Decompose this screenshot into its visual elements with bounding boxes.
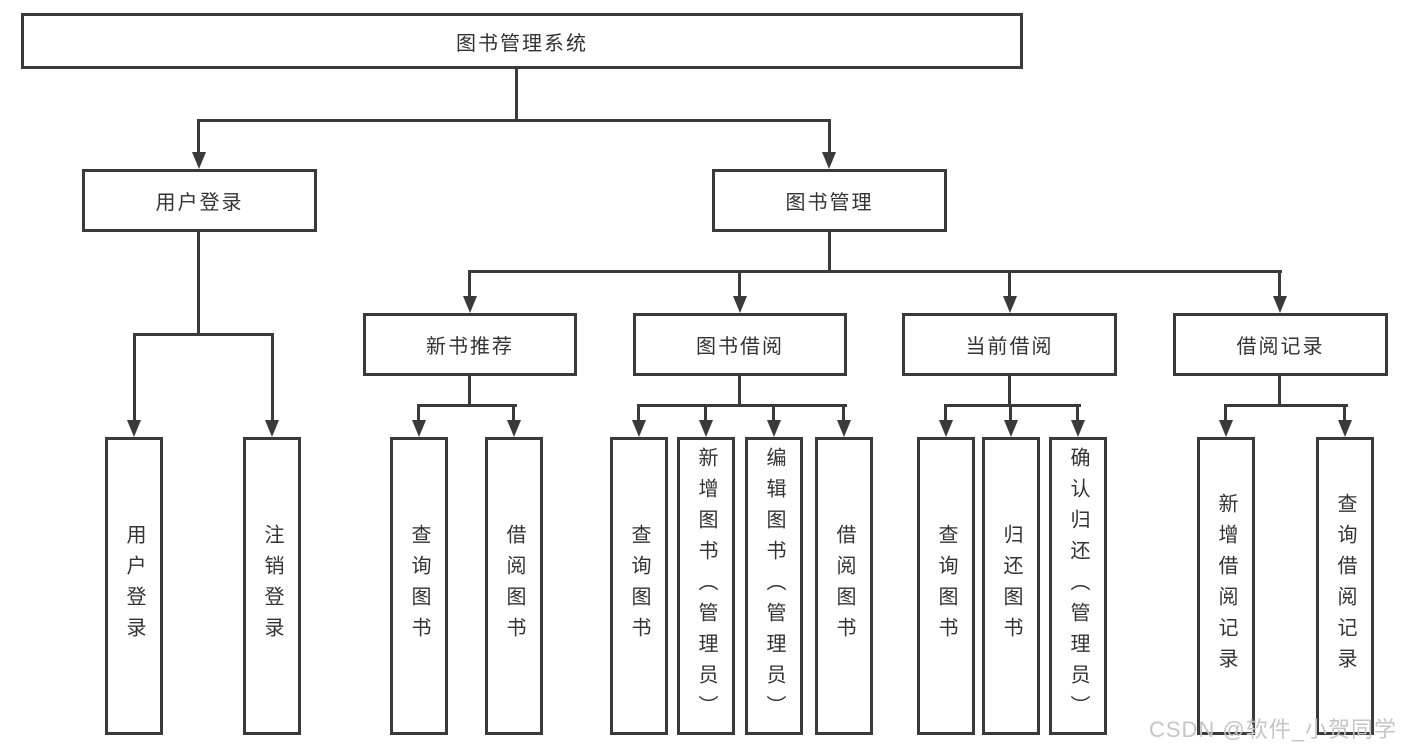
connector-group-stem xyxy=(1008,376,1011,407)
connector-shaft xyxy=(842,404,845,422)
arrow-down-icon xyxy=(265,420,279,437)
arrow-down-icon xyxy=(192,152,206,169)
leaf-label: 归还图书 xyxy=(1000,524,1022,648)
node-user-login: 用户登录 xyxy=(82,169,317,232)
connector-root-stem xyxy=(515,69,518,121)
leaf-confirm-return-admin: 确认归还（管理员） xyxy=(1049,437,1107,735)
connector-shaft xyxy=(271,333,274,420)
leaf-label: 查询图书 xyxy=(408,524,430,648)
connector-group-stem xyxy=(1278,376,1281,407)
leaf-label: 查询图书 xyxy=(935,524,957,648)
arrow-down-icon xyxy=(1004,420,1018,437)
connector-shaft xyxy=(704,404,707,422)
connector-shaft xyxy=(1009,404,1012,422)
csdn-watermark: CSDN @软件_小贺同学 xyxy=(1148,717,1397,742)
connector-shaft xyxy=(1343,404,1346,422)
arrow-down-icon xyxy=(699,420,713,437)
connector-group-rail xyxy=(637,404,847,407)
connector-shaft xyxy=(772,404,775,422)
leaf-label: 注销登录 xyxy=(261,524,283,648)
leaf-add-borrow-record: 新增借阅记录 xyxy=(1197,437,1255,735)
connector-shaft xyxy=(1008,270,1011,298)
leaf-label: 编辑图书（管理员） xyxy=(763,446,785,726)
connector-group-stem xyxy=(738,376,741,407)
leaf-label: 查询图书 xyxy=(628,524,650,648)
leaf-query-books-current: 查询图书 xyxy=(917,437,975,735)
connector-shaft xyxy=(197,119,200,155)
leaf-label: 借阅图书 xyxy=(503,524,525,648)
node-label: 图书管理系统 xyxy=(456,32,588,55)
arrow-down-icon xyxy=(822,152,836,169)
arrow-down-icon xyxy=(767,420,781,437)
node-book-management: 图书管理 xyxy=(712,169,947,232)
arrow-down-icon xyxy=(837,420,851,437)
leaf-label: 查询借阅记录 xyxy=(1334,493,1356,679)
leaf-return-books: 归还图书 xyxy=(982,437,1040,735)
leaf-label: 借阅图书 xyxy=(833,524,855,648)
node-label: 借阅记录 xyxy=(1236,336,1325,358)
leaf-borrow-books: 借阅图书 xyxy=(815,437,873,735)
leaf-logout: 注销登录 xyxy=(243,437,301,735)
connector-group-rail xyxy=(417,404,517,407)
arrow-down-icon xyxy=(1071,420,1085,437)
connector-shaft xyxy=(133,333,136,420)
arrow-down-icon xyxy=(939,420,953,437)
node-label: 图书管理 xyxy=(785,192,874,214)
arrow-down-icon xyxy=(733,296,747,313)
connector-shaft xyxy=(738,270,741,298)
connector-user-login-rail xyxy=(133,333,274,336)
node-label: 图书借阅 xyxy=(696,336,784,358)
arrow-down-icon xyxy=(1219,420,1233,437)
connector-shaft xyxy=(944,404,947,422)
leaf-edit-books-admin: 编辑图书（管理员） xyxy=(745,437,803,735)
arrow-down-icon xyxy=(127,420,141,437)
node-new-book-recommendation: 新书推荐 xyxy=(363,313,577,376)
node-current-borrowing: 当前借阅 xyxy=(902,313,1117,376)
leaf-borrow-books-recommend: 借阅图书 xyxy=(485,437,543,735)
leaf-query-borrow-record: 查询借阅记录 xyxy=(1316,437,1374,735)
node-borrowing-records: 借阅记录 xyxy=(1173,313,1388,376)
connector-group-stem xyxy=(468,376,471,407)
connector-group-rail xyxy=(1224,404,1348,407)
node-label: 新书推荐 xyxy=(426,336,514,358)
leaf-label: 新增借阅记录 xyxy=(1215,493,1237,679)
connector-shaft xyxy=(828,119,831,155)
node-library-management-system: 图书管理系统 xyxy=(21,13,1023,69)
arrow-down-icon xyxy=(1273,296,1287,313)
arrow-down-icon xyxy=(463,296,477,313)
connector-level3-rail xyxy=(469,270,1282,273)
node-book-borrowing: 图书借阅 xyxy=(633,313,847,376)
connector-book-mgmt-stem xyxy=(828,232,831,273)
connector-level2-rail xyxy=(197,119,831,122)
connector-user-login-stem xyxy=(197,232,200,336)
leaf-query-books-borrow: 查询图书 xyxy=(610,437,668,735)
leaf-add-books-admin: 新增图书（管理员） xyxy=(677,437,735,735)
arrow-down-icon xyxy=(412,420,426,437)
connector-shaft xyxy=(512,404,515,422)
leaf-label: 用户登录 xyxy=(123,524,145,648)
arrow-down-icon xyxy=(1003,296,1017,313)
arrow-down-icon xyxy=(1338,420,1352,437)
arrow-down-icon xyxy=(507,420,521,437)
connector-shaft xyxy=(637,404,640,422)
leaf-user-login: 用户登录 xyxy=(105,437,163,735)
arrow-down-icon xyxy=(632,420,646,437)
leaf-query-books-recommend: 查询图书 xyxy=(390,437,448,735)
connector-shaft xyxy=(1278,270,1281,298)
connector-shaft xyxy=(1224,404,1227,422)
connector-shaft xyxy=(1076,404,1079,422)
connector-group-rail xyxy=(944,404,1081,407)
node-label: 当前借阅 xyxy=(965,336,1054,358)
connector-shaft xyxy=(468,270,471,298)
leaf-label: 确认归还（管理员） xyxy=(1067,446,1089,726)
node-label: 用户登录 xyxy=(155,192,244,214)
connector-shaft xyxy=(417,404,420,422)
leaf-label: 新增图书（管理员） xyxy=(695,446,717,726)
